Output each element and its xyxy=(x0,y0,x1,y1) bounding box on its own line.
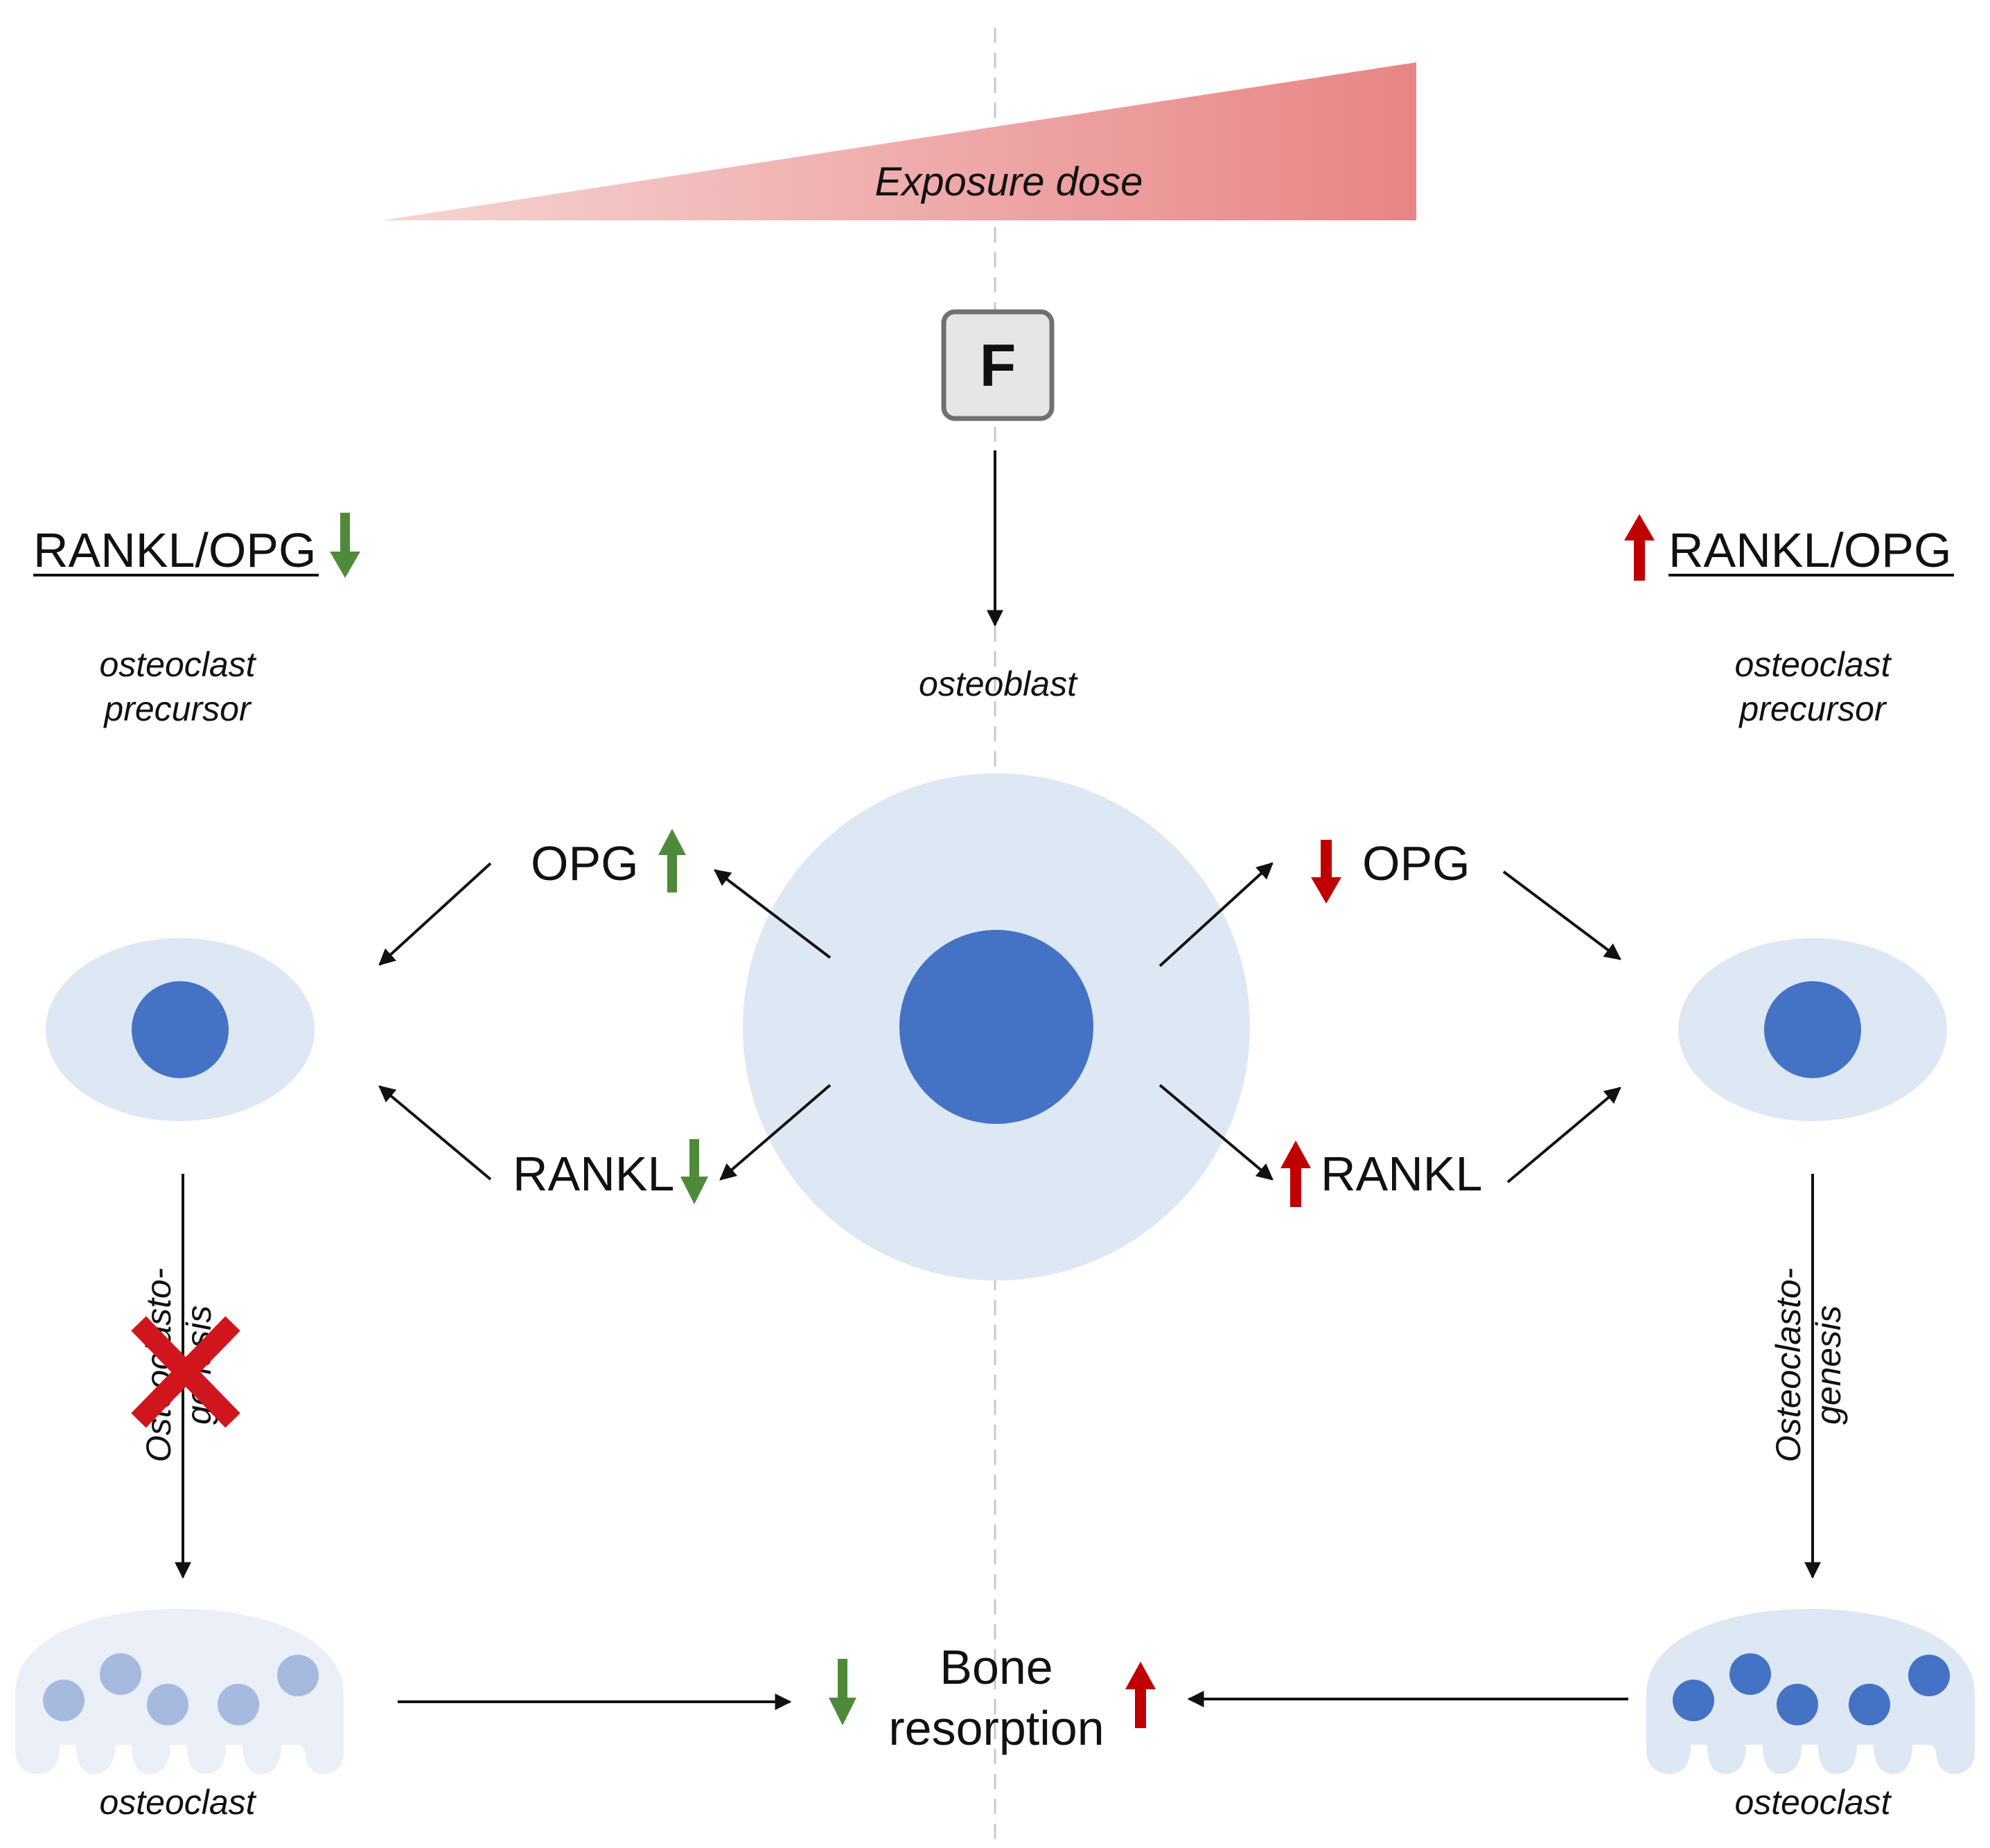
genesis-right-label-1: Osteoclasto- xyxy=(1769,1268,1808,1463)
arrow-down-icon xyxy=(680,1139,708,1204)
arrow-down-icon xyxy=(1311,840,1341,904)
osteoblast-nucleus xyxy=(899,930,1093,1124)
opg-left-label: OPG xyxy=(531,836,639,890)
exposure-dose-wedge xyxy=(382,62,1416,220)
osteoblast-label: osteoblast xyxy=(919,665,1078,703)
ratio-right-label: RANKL/OPG xyxy=(1668,523,1951,577)
arrow-osteoblast-to-opg-right xyxy=(1159,862,1274,967)
ratio-left-label: RANKL/OPG xyxy=(33,523,316,577)
precursor-right-nucleus xyxy=(1764,981,1861,1078)
opg-right-label: OPG xyxy=(1362,836,1470,890)
arrow-down-icon xyxy=(330,513,360,578)
bone-resorption-label-2: resorption xyxy=(888,1701,1104,1755)
bone-resorption-label-1: Bone xyxy=(940,1640,1053,1694)
arrow-up-icon xyxy=(1624,514,1655,581)
precursor-left-label-2: precursor xyxy=(103,689,252,728)
osteoclast-right-label: osteoclast xyxy=(1734,1783,1892,1822)
fluoride-box xyxy=(941,309,1055,421)
arrow-osteoblast-to-rankl-left xyxy=(719,1084,831,1181)
rankl-right-label: RANKL xyxy=(1321,1147,1482,1201)
precursor-right-label-1: osteoclast xyxy=(1734,645,1892,684)
genesis-right-label-2: genesis xyxy=(1809,1305,1848,1425)
cross-icon xyxy=(131,1316,240,1428)
rankl-left-label: RANKL xyxy=(513,1147,674,1201)
precursor-right-label-2: precursor xyxy=(1738,689,1887,728)
arrow-rankl-to-precursor-left xyxy=(378,1085,492,1181)
arrow-up-icon xyxy=(1280,1141,1311,1207)
exposure-dose-label: Exposure dose xyxy=(875,159,1143,204)
precursor-left-label-1: osteoclast xyxy=(99,645,256,684)
arrow-opg-to-precursor-left xyxy=(378,862,492,966)
arrow-opg-to-precursor-right xyxy=(1502,870,1621,960)
arrow-osteoblast-to-rankl-right xyxy=(1159,1084,1274,1181)
precursor-left-nucleus xyxy=(132,981,229,1078)
arrow-rankl-to-precursor-right xyxy=(1506,1086,1621,1183)
arrow-down-icon xyxy=(829,1659,856,1725)
osteoclast-left-label: osteoclast xyxy=(99,1783,256,1822)
osteoclast-left-cell xyxy=(15,1609,344,1775)
arrow-up-icon xyxy=(1125,1662,1156,1728)
osteoclast-right-cell xyxy=(1646,1609,1975,1775)
arrow-osteoblast-to-opg-left xyxy=(714,869,831,959)
fluoride-label: F xyxy=(980,333,1016,399)
arrow-up-icon xyxy=(658,829,686,892)
